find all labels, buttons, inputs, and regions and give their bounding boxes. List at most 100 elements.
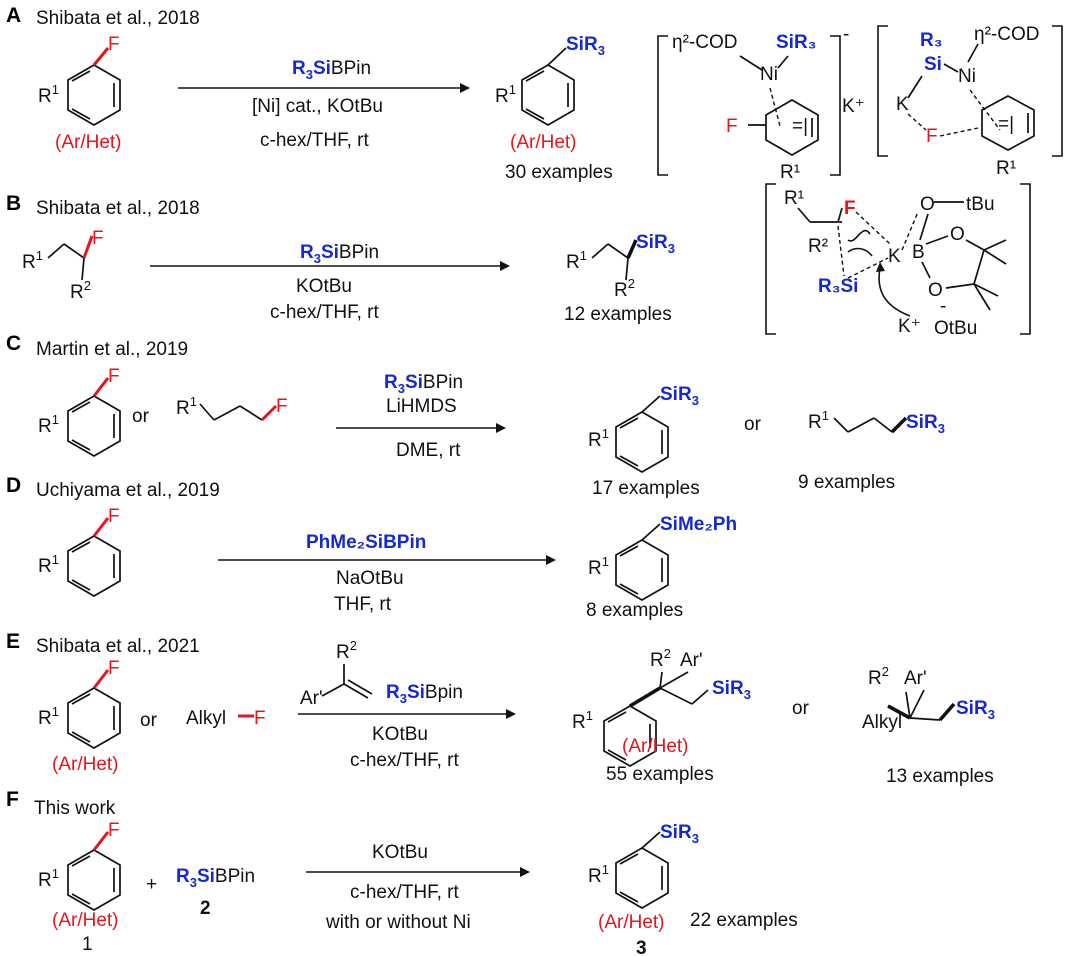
svg-text:R¹: R¹ [784, 188, 804, 209]
svg-text:SiR3: SiR3 [636, 232, 675, 256]
svg-text:E: E [6, 630, 20, 653]
svg-text:F: F [108, 658, 120, 679]
svg-text:(Ar/Het): (Ar/Het) [622, 736, 689, 757]
svg-text:THF, rt: THF, rt [334, 594, 392, 615]
svg-text:K⁺: K⁺ [898, 316, 921, 337]
svg-text:F: F [92, 228, 104, 249]
svg-text:55 examples: 55 examples [606, 764, 714, 785]
svg-text:F: F [254, 708, 266, 729]
svg-text:O: O [950, 224, 965, 245]
svg-text:12 examples: 12 examples [564, 304, 672, 325]
svg-text:SiR3: SiR3 [906, 412, 945, 436]
section-e: E Shibata et al., 2021 F R1 (Ar/Het) or … [6, 630, 995, 787]
svg-text:η²-COD: η²-COD [974, 24, 1039, 45]
svg-text:PhMe₂SiBPin: PhMe₂SiBPin [306, 532, 426, 553]
svg-text:R3SiBPin: R3SiBPin [300, 242, 379, 266]
svg-text:R1: R1 [38, 82, 59, 107]
svg-text:O: O [920, 194, 935, 215]
svg-text:or: or [792, 698, 810, 719]
svg-text:8 examples: 8 examples [586, 600, 683, 621]
svg-text:Ni: Ni [760, 64, 778, 85]
svg-text:F: F [276, 396, 288, 417]
svg-text:K⁺: K⁺ [842, 96, 865, 117]
hydrosilylation-product-e2: R2 Ar' Alkyl SiR3 13 examples [862, 664, 995, 787]
svg-text:B: B [6, 192, 21, 215]
transition-state-b: R¹ F R² R₃Si K O tBu B O O [765, 183, 1031, 339]
svg-text:Ni: Ni [958, 66, 976, 87]
nickelate-intermediate-1: η²-COD SiR₃ Ni F =| R¹ - K⁺ [657, 24, 865, 183]
svg-text:R3SiBPin: R3SiBPin [292, 58, 371, 82]
svg-text:Ar': Ar' [680, 650, 703, 671]
svg-text:SiR3: SiR3 [660, 384, 699, 408]
svg-text:30 examples: 30 examples [505, 162, 613, 183]
svg-text:R2: R2 [614, 276, 635, 301]
svg-text:F: F [108, 366, 120, 387]
svg-text:or: or [744, 414, 762, 435]
svg-text:Shibata et al., 2018: Shibata et al., 2018 [36, 198, 200, 219]
svg-text:R1: R1 [38, 552, 59, 577]
svg-text:c-hex/THF, rt: c-hex/THF, rt [260, 130, 369, 151]
svg-text:R2: R2 [70, 278, 91, 303]
svg-text:F: F [726, 116, 738, 137]
svg-text:Martin et al., 2019: Martin et al., 2019 [36, 339, 188, 360]
svg-text:SiMe₂Ph: SiMe₂Ph [660, 514, 737, 535]
section-letter-a: A [6, 4, 21, 27]
svg-text:This work: This work [34, 798, 116, 819]
aryl-fluoride-c: F R1 [38, 366, 121, 457]
svg-text:=|: =| [792, 116, 808, 137]
svg-text:Si: Si [924, 54, 942, 75]
svg-text:R₃Si: R₃Si [818, 276, 858, 297]
nickelate-intermediate-2: R₃ Si Ni η²-COD K F =| R¹ [877, 24, 1063, 179]
svg-text:C: C [6, 332, 21, 355]
svg-text:SiR3: SiR3 [956, 698, 995, 722]
svg-text:SiR3: SiR3 [712, 678, 751, 702]
svg-text:R1: R1 [588, 862, 609, 887]
arrow-a: R3SiBPin [Ni] cat., KOtBu c-hex/THF, rt [178, 58, 470, 151]
svg-text:K: K [896, 94, 909, 115]
svg-text:R3SiBPin: R3SiBPin [384, 372, 463, 396]
alkyl-silane-product-b: R1 SiR3 R2 12 examples [564, 232, 675, 325]
svg-text:F: F [926, 126, 938, 147]
citation-a: Shibata et al., 2018 [36, 8, 200, 29]
svg-text:R2: R2 [650, 646, 671, 671]
svg-text:KOtBu: KOtBu [296, 276, 352, 297]
svg-text:D: D [6, 474, 21, 497]
svg-text:R3SiBpin: R3SiBpin [386, 682, 463, 706]
svg-text:DME, rt: DME, rt [396, 440, 461, 461]
section-a: A Shibata et al., 2018 F R1 (Ar/Het) R3S… [6, 4, 1063, 183]
svg-text:NaOtBu: NaOtBu [336, 568, 404, 589]
svg-text:R2: R2 [336, 638, 357, 663]
svg-text:LiHMDS: LiHMDS [386, 396, 457, 417]
svg-text:3: 3 [636, 938, 647, 956]
section-f: F This work F R1 (Ar/Het) 1 + R3SiBPin 2… [6, 788, 798, 956]
svg-text:KOtBu: KOtBu [372, 842, 428, 863]
section-c: C Martin et al., 2019 F R1 or R1 F R3SiB… [6, 332, 945, 499]
aryl-fluoride-f: F R1 (Ar/Het) 1 [38, 820, 121, 955]
svg-text:(Ar/Het): (Ar/Het) [510, 132, 577, 153]
svg-text:9 examples: 9 examples [798, 472, 895, 493]
hydrosilylation-product-e1: R2 Ar' SiR3 R1 (Ar/Het) 55 examples [572, 646, 751, 785]
alkyl-silane-product-c: R1 SiR3 9 examples [798, 408, 945, 493]
svg-text:R²: R² [808, 236, 828, 257]
arrow-f: KOtBu c-hex/THF, rt with or without Ni [306, 842, 530, 933]
svg-text:2: 2 [200, 898, 211, 919]
svg-text:-: - [843, 24, 849, 45]
svg-text:(Ar/Het): (Ar/Het) [55, 132, 122, 153]
svg-text:c-hex/THF, rt: c-hex/THF, rt [350, 882, 459, 903]
svg-text:22 examples: 22 examples [690, 910, 798, 931]
svg-text:c-hex/THF, rt: c-hex/THF, rt [350, 750, 459, 771]
aryl-fluoride-e: F R1 (Ar/Het) [38, 658, 121, 775]
svg-text:1: 1 [82, 934, 93, 955]
svg-text:or: or [132, 406, 150, 427]
svg-text:F: F [108, 506, 120, 527]
alkyl-fluoride-e: Alkyl F [186, 708, 266, 729]
svg-text:R1: R1 [566, 248, 587, 273]
svg-text:R2: R2 [868, 664, 889, 689]
svg-text:tBu: tBu [966, 194, 995, 215]
svg-text:SiR3: SiR3 [566, 34, 605, 58]
aryl-silane-product-f: SiR3 R1 (Ar/Het) 22 examples 3 [588, 822, 798, 956]
svg-text:Alkyl: Alkyl [186, 708, 226, 729]
silylborane-reagent-f: R3SiBPin 2 [176, 866, 255, 919]
svg-text:R1: R1 [495, 82, 516, 107]
